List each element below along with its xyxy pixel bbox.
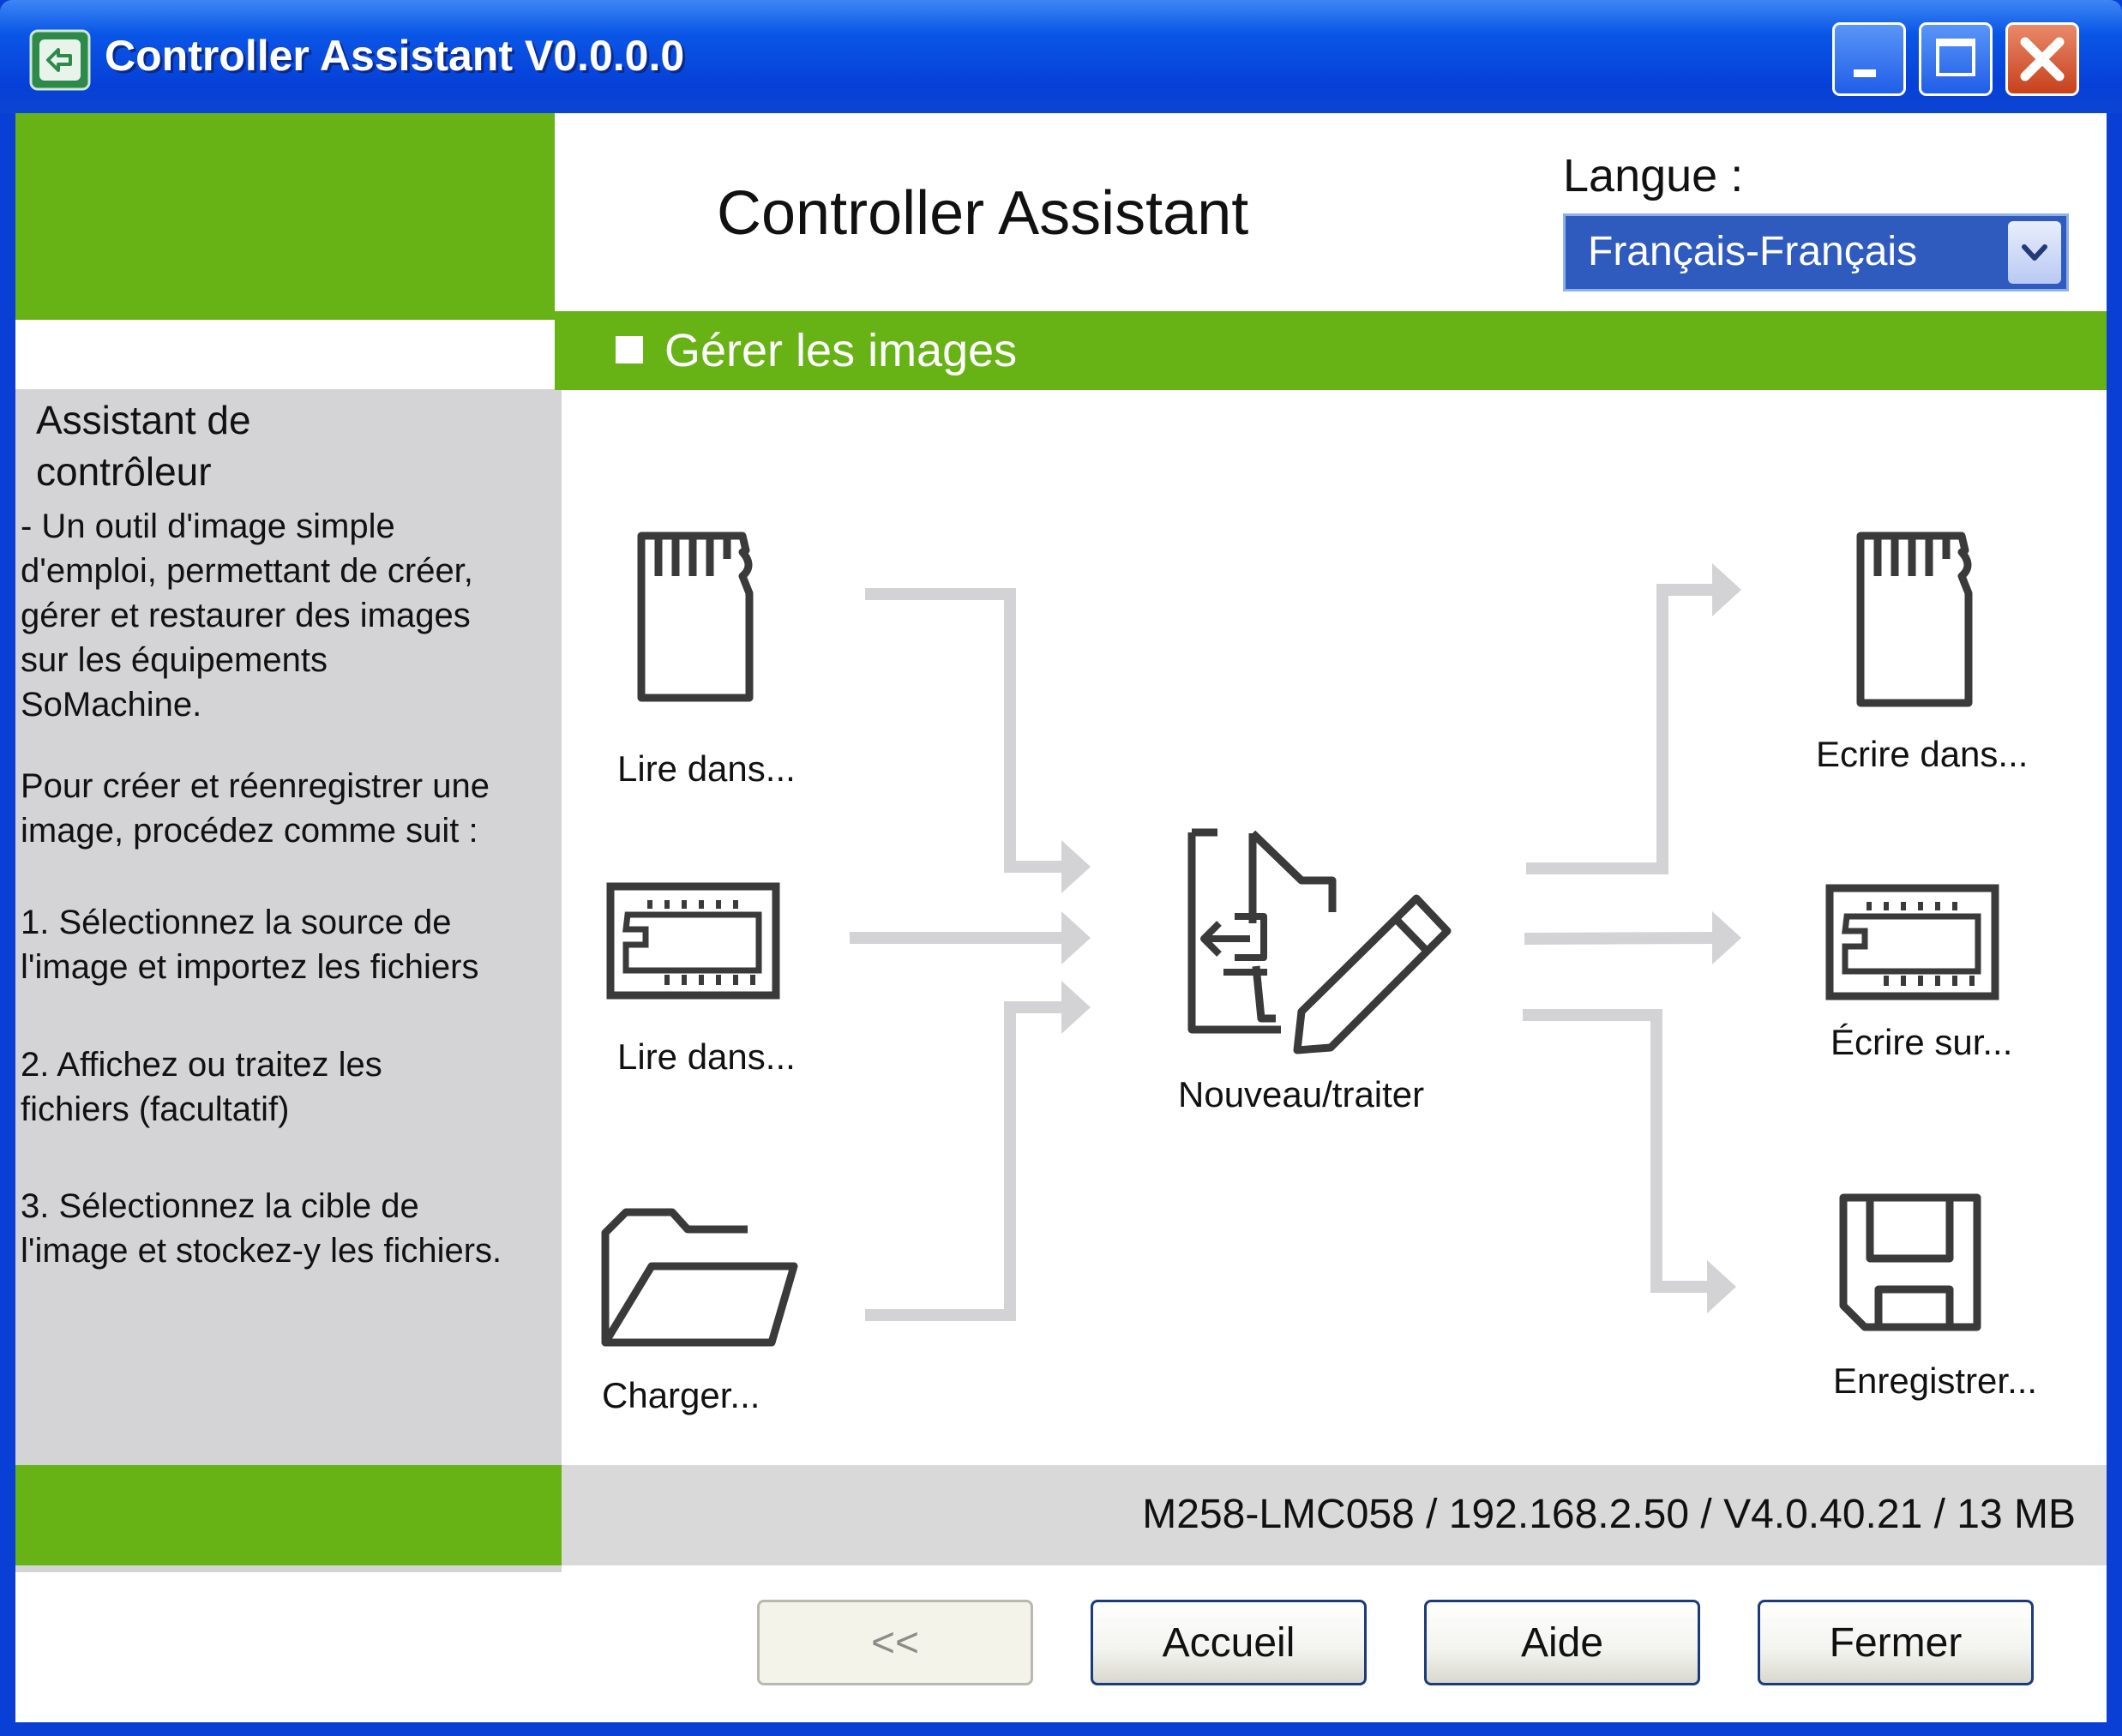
arrow-head: [1712, 563, 1741, 616]
arrow-center-to-target2: [1524, 932, 1718, 945]
device-status-text: M258-LMC058 / 192.168.2.50 / V4.0.40.21 …: [1142, 1492, 2076, 1537]
source-3-label[interactable]: Charger...: [602, 1375, 760, 1415]
load-file-source[interactable]: [601, 1208, 798, 1347]
window-title: Controller Assistant V0.0.0.0: [105, 32, 685, 80]
controller-icon: [606, 882, 780, 1000]
arrow-source1-to-center: [865, 588, 1067, 873]
write-sd-card-target[interactable]: [1856, 532, 1973, 707]
source-1-label[interactable]: Lire dans...: [617, 748, 796, 789]
sidebar-step-1: 1. Sélectionnez la source de l'image et …: [21, 904, 479, 986]
floppy-disk-icon: [1839, 1193, 1981, 1331]
target-2-label[interactable]: Écrire sur...: [1830, 1022, 2013, 1062]
title-bar[interactable]: Controller Assistant V0.0.0.0: [0, 0, 2122, 113]
language-select[interactable]: Français-Français: [1563, 213, 2069, 291]
workflow-diagram: [601, 532, 1999, 1347]
sd-card-icon: [1856, 532, 1973, 707]
read-controller-source[interactable]: [606, 882, 780, 1000]
section-header-bar: [555, 311, 2107, 390]
footer-green-block: [15, 1465, 562, 1565]
folder-open-icon: [601, 1208, 798, 1347]
sidebar-heading: Assistant de contrôleur: [36, 398, 251, 494]
maximize-button[interactable]: [1919, 22, 1993, 96]
status-bar: M258-LMC058 / 192.168.2.50 / V4.0.40.21 …: [562, 1465, 2107, 1565]
close-window-button[interactable]: [2005, 22, 2079, 96]
header-green-block: [15, 113, 555, 320]
save-file-target[interactable]: [1839, 1193, 1981, 1331]
sidebar-step-2: 2. Affichez ou traitez les fichiers (fac…: [21, 1046, 382, 1128]
close-icon: [2020, 37, 2065, 81]
arrow-source3-to-center: [865, 1001, 1067, 1321]
read-sd-card-source[interactable]: [637, 532, 754, 702]
arrow-head: [1061, 840, 1091, 893]
arrow-head: [1712, 911, 1741, 964]
language-label: Langue :: [1563, 150, 1744, 201]
section-title: Gérer les images: [664, 325, 1018, 376]
arrow-head: [1707, 1260, 1736, 1313]
target-1-label[interactable]: Ecrire dans...: [1816, 734, 2029, 774]
edit-document-icon: [1187, 828, 1452, 1054]
arrow-center-to-target1: [1526, 584, 1717, 874]
sidebar-panel: [15, 389, 562, 1572]
target-3-label[interactable]: Enregistrer...: [1833, 1361, 2038, 1401]
arrow-head: [1061, 911, 1091, 964]
controller-icon: [1825, 884, 1999, 1000]
back-button[interactable]: <<: [757, 1600, 1033, 1685]
sidebar-step-3: 3. Sélectionnez la cible de l'image et s…: [21, 1187, 502, 1270]
new-process-center[interactable]: [1187, 828, 1452, 1054]
minimize-icon: [1854, 69, 1876, 77]
maximize-icon: [1936, 39, 1975, 76]
source-2-label[interactable]: Lire dans...: [617, 1036, 796, 1077]
minimize-button[interactable]: [1832, 22, 1906, 96]
arrow-head: [1061, 981, 1091, 1034]
section-square-icon: [616, 336, 643, 363]
flow-arrows: [850, 563, 1741, 1321]
sidebar-intro: - Un outil d'image simple d'emploi, perm…: [21, 508, 473, 724]
sidebar-instructions: Pour créer et réenregistrer une image, p…: [21, 767, 490, 850]
write-controller-target[interactable]: [1825, 884, 1999, 1000]
dropdown-button[interactable]: [2008, 221, 2061, 284]
center-label[interactable]: Nouveau/traiter: [1178, 1074, 1425, 1114]
language-select-value: Français-Français: [1588, 229, 1918, 274]
help-button[interactable]: Aide: [1424, 1600, 1700, 1685]
app-arrow-icon: [29, 29, 91, 91]
arrow-center-to-target3: [1523, 1009, 1712, 1293]
close-button[interactable]: Fermer: [1758, 1600, 2034, 1685]
page-title: Controller Assistant: [717, 179, 1249, 248]
home-button[interactable]: Accueil: [1091, 1600, 1367, 1685]
sd-card-icon: [637, 532, 754, 702]
chevron-down-icon: [2022, 244, 2047, 261]
client-area: Gérer les images Controller Assistant La…: [15, 113, 2107, 1722]
